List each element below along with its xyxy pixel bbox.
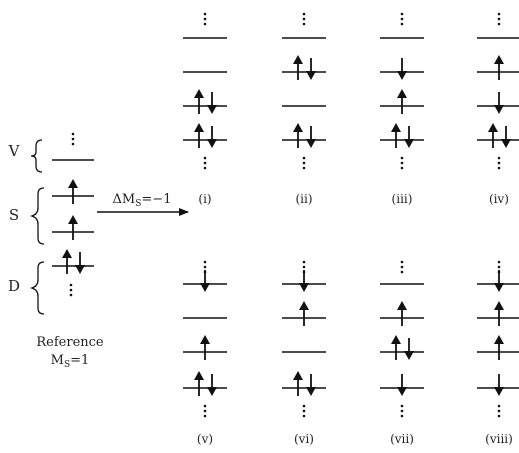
configuration-label: (iii)	[392, 192, 413, 206]
brace-s	[29, 187, 45, 245]
spin-up-arrow	[299, 301, 309, 326]
bottom-dots	[302, 404, 306, 418]
group-label-v: V	[8, 142, 21, 160]
reference-caption-line1: Reference	[36, 335, 104, 350]
spin-up-arrow	[391, 335, 401, 360]
bottom-dots	[497, 404, 501, 418]
spin-down-arrow	[404, 126, 414, 148]
spin-down-arrow	[397, 58, 407, 80]
group-label-d: D	[8, 277, 20, 295]
configuration-5: (v)	[183, 260, 227, 446]
spin-up-arrow	[494, 335, 504, 360]
reference-d-dots	[69, 283, 73, 297]
spin-up-arrow	[194, 371, 204, 396]
spin-down-arrow	[494, 92, 504, 114]
spin-up-arrow	[293, 371, 303, 396]
spin-up-arrow	[391, 123, 401, 148]
transition-label: ΔMS=−1	[113, 192, 172, 209]
spin-down-arrow	[207, 374, 217, 396]
bottom-dots	[302, 156, 306, 170]
spin-down-arrow	[306, 126, 316, 148]
configurations: (i) (ii) (iii) (iv) (v) (vi) (vii) (viii)	[183, 12, 519, 446]
spin-up-arrow	[62, 249, 72, 274]
spin-up-arrow	[200, 335, 210, 360]
top-dots	[400, 12, 404, 26]
configuration-label: (iv)	[489, 192, 509, 206]
spin-up-arrow	[68, 215, 78, 240]
spin-down-arrow	[75, 252, 85, 274]
configuration-label: (vii)	[390, 432, 414, 446]
configuration-label: (ii)	[295, 192, 312, 206]
top-dots	[400, 260, 404, 274]
reference-levels	[52, 132, 94, 297]
spin-up-arrow	[293, 123, 303, 148]
spin-down-arrow	[207, 126, 217, 148]
configuration-1: (i)	[183, 12, 227, 206]
configuration-7: (vii)	[380, 260, 424, 446]
spin-up-arrow	[194, 123, 204, 148]
spin-down-arrow	[397, 374, 407, 396]
brace-v	[30, 139, 43, 173]
spin-up-arrow	[397, 301, 407, 326]
spin-down-arrow	[306, 374, 316, 396]
spin-down-arrow	[299, 270, 309, 292]
spin-down-arrow	[501, 126, 511, 148]
top-dots	[302, 12, 306, 26]
bottom-dots	[400, 156, 404, 170]
top-dots	[203, 12, 207, 26]
spin-up-arrow	[397, 89, 407, 114]
reference-caption-line2: MS=1	[51, 353, 90, 370]
configuration-8: (viii)	[477, 260, 519, 446]
bottom-dots	[497, 156, 501, 170]
configuration-6: (vi)	[282, 260, 326, 446]
brace-d	[29, 261, 45, 315]
spin-down-arrow	[404, 338, 414, 360]
spin-down-arrow	[207, 92, 217, 114]
spin-down-arrow	[200, 270, 210, 292]
spin-up-arrow	[488, 123, 498, 148]
configuration-label: (i)	[198, 192, 211, 206]
spin-down-arrow	[306, 58, 316, 80]
bottom-dots	[203, 404, 207, 418]
configuration-label: (vi)	[294, 432, 314, 446]
bottom-dots	[203, 156, 207, 170]
configuration-4: (iv)	[477, 12, 519, 206]
spin-up-arrow	[293, 55, 303, 80]
spin-up-arrow	[194, 89, 204, 114]
configuration-label: (v)	[197, 432, 213, 446]
group-label-s: S	[9, 206, 19, 224]
top-dots	[497, 12, 501, 26]
spin-down-arrow	[494, 270, 504, 292]
spin-up-arrow	[494, 55, 504, 80]
spin-up-arrow	[68, 179, 78, 204]
configuration-2: (ii)	[282, 12, 326, 206]
bottom-dots	[400, 404, 404, 418]
configuration-label: (viii)	[485, 432, 513, 446]
configuration-3: (iii)	[380, 12, 424, 206]
reference-v-dots	[71, 132, 75, 146]
spin-up-arrow	[494, 301, 504, 326]
spin-down-arrow	[494, 374, 504, 396]
